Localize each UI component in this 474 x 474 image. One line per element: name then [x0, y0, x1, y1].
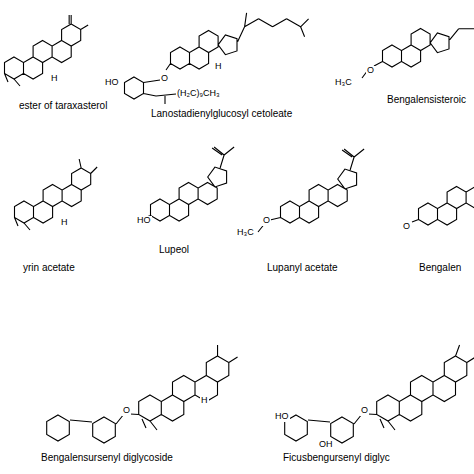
atom-label: O — [122, 406, 131, 416]
compound-name: Bengalensisteroic — [386, 94, 467, 105]
atom-label: O — [402, 222, 411, 232]
atom-label: H — [60, 218, 69, 228]
skeletal-bonds — [5, 13, 474, 443]
compound-name: ester of taraxasterol — [18, 100, 108, 111]
atom-label: OH — [318, 440, 334, 450]
atom-label: H — [214, 62, 223, 72]
atom-label: H — [200, 396, 209, 406]
atom-label: HO — [136, 216, 152, 226]
compound-name: Bengalen — [418, 262, 462, 273]
atom-label: (H₂C)₉CH₃ — [176, 89, 221, 99]
atom-label: H₃C — [236, 228, 255, 238]
atom-label: O — [360, 406, 369, 416]
atom-label: H₃C — [334, 78, 353, 88]
atom-label: HO — [104, 78, 120, 88]
atom-label: HO — [274, 412, 290, 422]
atom-label: O — [262, 216, 271, 226]
atom-label: O — [366, 66, 375, 76]
compound-name: yrin acetate — [22, 262, 76, 273]
compound-name: Bengalensursenyl diglycoside — [40, 452, 174, 463]
compound-name: Lupanyl acetate — [266, 262, 339, 273]
compound-name: Lanostadienylglucosyl cetoleate — [150, 108, 293, 119]
atom-label: H — [50, 74, 59, 84]
compound-name: Ficusbengursenyl diglyc — [282, 452, 391, 463]
compound-name: Lupeol — [158, 244, 190, 255]
atom-label: O — [160, 74, 169, 84]
